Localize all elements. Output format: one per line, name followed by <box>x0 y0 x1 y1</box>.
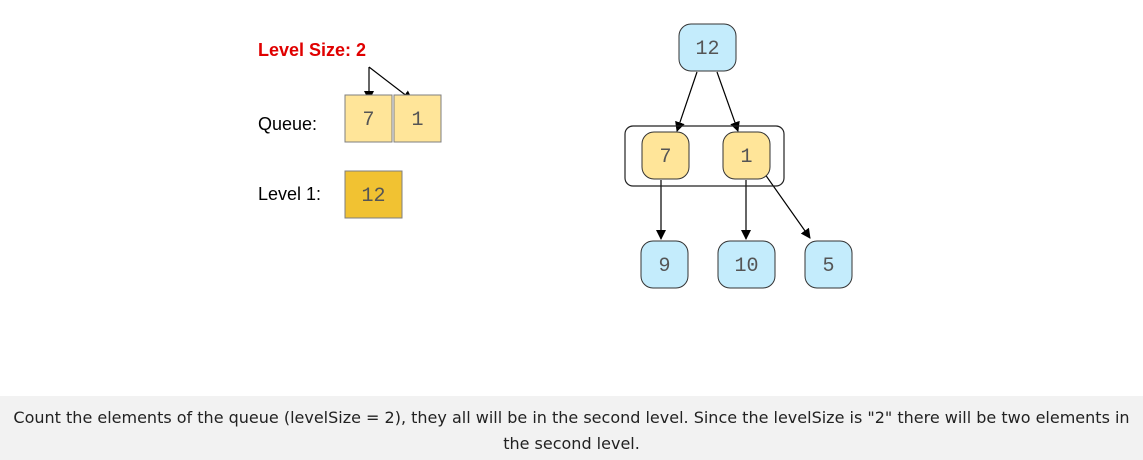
tree-node-level2-value: 7 <box>659 146 671 169</box>
edge-12-to-1 <box>716 71 740 132</box>
caption: Count the elements of the queue (levelSi… <box>0 396 1143 460</box>
tree-node-level3-value: 5 <box>822 255 834 278</box>
tree-node-level3 <box>640 240 689 289</box>
queue-cell-value: 1 <box>411 109 423 132</box>
tree-node-level3-value: 10 <box>734 255 758 278</box>
level1-label: Level 1: <box>258 184 321 204</box>
tree-node-level3-value: 9 <box>658 255 670 278</box>
queue-label: Queue: <box>258 114 317 134</box>
tree-node-level3 <box>717 240 776 289</box>
queue-cell <box>344 94 393 143</box>
tree-node-root <box>678 23 737 72</box>
level-size-label: Level Size: 2 <box>258 40 366 60</box>
level1-cell <box>344 170 403 219</box>
tree-node-level3 <box>804 240 853 289</box>
level2-group-box <box>624 125 785 187</box>
edge-1-to-5 <box>761 169 811 239</box>
queue-cell-value: 7 <box>362 109 374 132</box>
edge-12-to-7 <box>675 71 698 132</box>
tree-node-level2-value: 1 <box>740 146 752 169</box>
tree-node-root-value: 12 <box>695 38 719 61</box>
level-order-diagram: Level Size: 2 Queue: 7 1 Level 1: 12 12 … <box>258 23 853 289</box>
tree-node-level2 <box>641 131 690 180</box>
queue-cell <box>393 94 442 143</box>
level1-cell-value: 12 <box>361 185 385 208</box>
tree-node-level2 <box>722 131 771 180</box>
